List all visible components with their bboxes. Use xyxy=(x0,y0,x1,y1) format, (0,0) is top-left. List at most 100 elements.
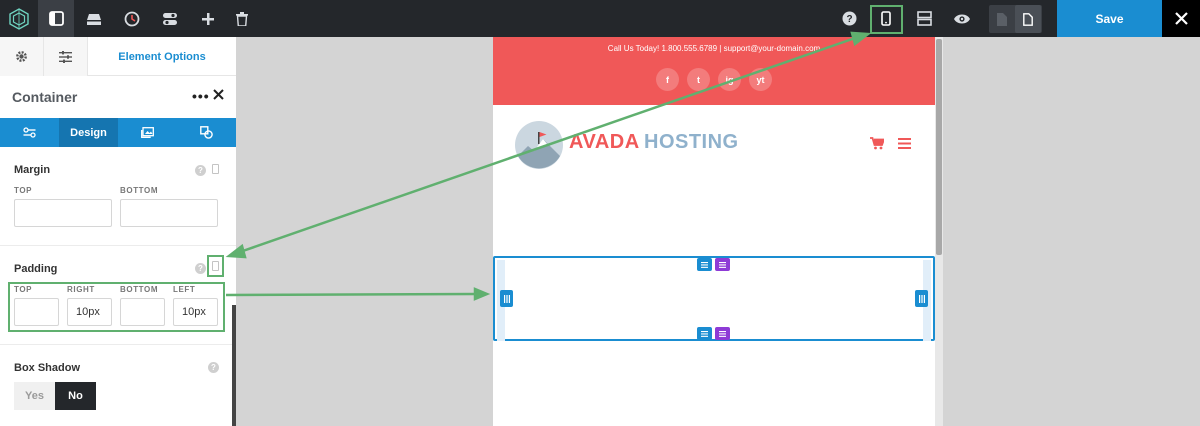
drag-handle-icon xyxy=(503,294,510,303)
margin-top-label: TOP xyxy=(14,186,33,195)
front-view-toggle[interactable] xyxy=(989,5,1015,33)
layout-icon xyxy=(916,11,932,26)
preview-top-bar: Call Us Today! 1.800.555.6789 | support@… xyxy=(493,37,935,105)
close-icon xyxy=(1174,12,1188,25)
tab-settings[interactable] xyxy=(0,37,44,76)
container-bottom-options[interactable] xyxy=(715,327,730,340)
save-button[interactable]: Save xyxy=(1057,0,1162,37)
add-icon xyxy=(202,12,214,25)
section-divider xyxy=(0,344,236,345)
youtube-icon[interactable]: yt xyxy=(749,68,772,91)
library-button[interactable] xyxy=(76,0,112,37)
padding-responsive-icon[interactable] xyxy=(212,261,219,271)
mobile-preview-highlight xyxy=(870,5,903,34)
twitter-icon[interactable]: t xyxy=(687,68,710,91)
library-icon xyxy=(87,13,101,25)
facebook-icon[interactable]: f xyxy=(656,68,679,91)
padding-fields-highlight xyxy=(8,282,225,332)
history-button[interactable] xyxy=(114,0,150,37)
box-shadow-toggle: Yes No xyxy=(14,382,96,410)
box-shadow-no-button[interactable]: No xyxy=(55,382,96,410)
margin-bottom-label: BOTTOM xyxy=(120,186,159,195)
back-view-toggle[interactable] xyxy=(1015,5,1041,33)
padding-help-icon[interactable]: ? xyxy=(195,263,206,274)
panel-title: Container xyxy=(12,89,78,105)
trash-icon xyxy=(236,11,248,26)
hamburger-menu-icon[interactable] xyxy=(898,138,911,149)
padding-top-input[interactable] xyxy=(14,298,59,326)
file-icon xyxy=(997,12,1007,26)
view-toggle[interactable] xyxy=(989,5,1042,33)
tab-background[interactable] xyxy=(118,118,177,147)
add-element-button[interactable] xyxy=(190,0,226,37)
container-top-options[interactable] xyxy=(715,258,730,271)
margin-title: Margin xyxy=(14,164,51,176)
brand-name-secondary: HOSTING xyxy=(644,131,739,153)
sidebar-tabs: Element Options xyxy=(0,37,236,76)
tab-design[interactable]: Design xyxy=(59,118,118,147)
padding-bottom-label: BOTTOM xyxy=(120,285,159,294)
more-options-button[interactable]: ••• xyxy=(192,88,210,104)
close-panel-button[interactable] xyxy=(213,87,224,105)
padding-right-drag-handle[interactable] xyxy=(915,290,928,307)
help-icon: ? xyxy=(842,11,856,26)
padding-title: Padding xyxy=(14,263,58,275)
shapes-icon xyxy=(200,126,213,139)
gear-icon xyxy=(16,51,27,62)
tab-extras[interactable] xyxy=(177,118,236,147)
padding-right-label: RIGHT xyxy=(67,285,95,294)
sidebar-toggle-icon xyxy=(48,11,64,26)
toggles-button[interactable] xyxy=(152,0,188,37)
instagram-icon[interactable]: ig xyxy=(718,68,741,91)
layout-button[interactable] xyxy=(906,0,942,37)
tab-sliders[interactable] xyxy=(44,37,88,76)
eye-icon xyxy=(954,14,970,23)
contact-info: Call Us Today! 1.800.555.6789 | support@… xyxy=(607,44,821,53)
preview-scrollbar[interactable] xyxy=(935,37,943,426)
history-icon xyxy=(124,11,140,26)
container-bottom-control[interactable] xyxy=(697,327,712,340)
cart-icon[interactable] xyxy=(870,137,884,150)
arrow-padding-to-container xyxy=(225,292,477,297)
box-shadow-help-icon[interactable]: ? xyxy=(208,362,219,373)
padding-right-input[interactable]: 10px xyxy=(67,298,112,326)
responsive-toggle-highlight xyxy=(207,255,224,277)
help-button[interactable]: ? xyxy=(831,0,867,37)
preview-button[interactable] xyxy=(944,0,980,37)
box-shadow-yes-button[interactable]: Yes xyxy=(14,382,55,410)
delete-button[interactable] xyxy=(224,0,260,37)
margin-bottom-input[interactable] xyxy=(120,199,218,227)
margin-responsive-icon[interactable] xyxy=(212,164,219,174)
brand-logo-icon xyxy=(515,121,563,169)
box-shadow-title: Box Shadow xyxy=(14,362,81,374)
top-toolbar: ? Save xyxy=(0,0,1200,37)
preview-scrollbar-thumb[interactable] xyxy=(936,39,942,255)
tab-general[interactable] xyxy=(0,118,59,147)
padding-left-input[interactable]: 10px xyxy=(173,298,218,326)
padding-bottom-input[interactable] xyxy=(120,298,165,326)
container-top-control[interactable] xyxy=(697,258,712,271)
avada-logo-icon[interactable] xyxy=(0,0,38,37)
lines-icon xyxy=(701,261,708,268)
margin-help-icon[interactable]: ? xyxy=(195,165,206,176)
sidebar-scrollbar[interactable] xyxy=(232,305,236,426)
close-icon xyxy=(213,89,224,100)
lines-icon xyxy=(719,261,726,268)
mobile-preview-button[interactable] xyxy=(868,0,904,37)
padding-left-label: LEFT xyxy=(173,285,196,294)
margin-top-input[interactable] xyxy=(14,199,112,227)
sidebar-toggle-button[interactable] xyxy=(38,0,74,37)
sliders-icon xyxy=(59,50,72,63)
arrow-head-container xyxy=(473,287,491,301)
mobile-preview-icon xyxy=(881,11,891,26)
section-divider xyxy=(0,245,236,246)
brand-name-primary: AVADA xyxy=(569,131,640,153)
close-builder-button[interactable] xyxy=(1162,0,1200,37)
tab-element-options[interactable]: Element Options xyxy=(118,50,206,63)
file-active-icon xyxy=(1023,12,1033,26)
padding-left-drag-handle[interactable] xyxy=(500,290,513,307)
lines-icon xyxy=(701,330,708,337)
selected-container[interactable] xyxy=(493,256,935,341)
toggle-icon xyxy=(163,12,177,25)
page-preview: Call Us Today! 1.800.555.6789 | support@… xyxy=(493,37,935,426)
